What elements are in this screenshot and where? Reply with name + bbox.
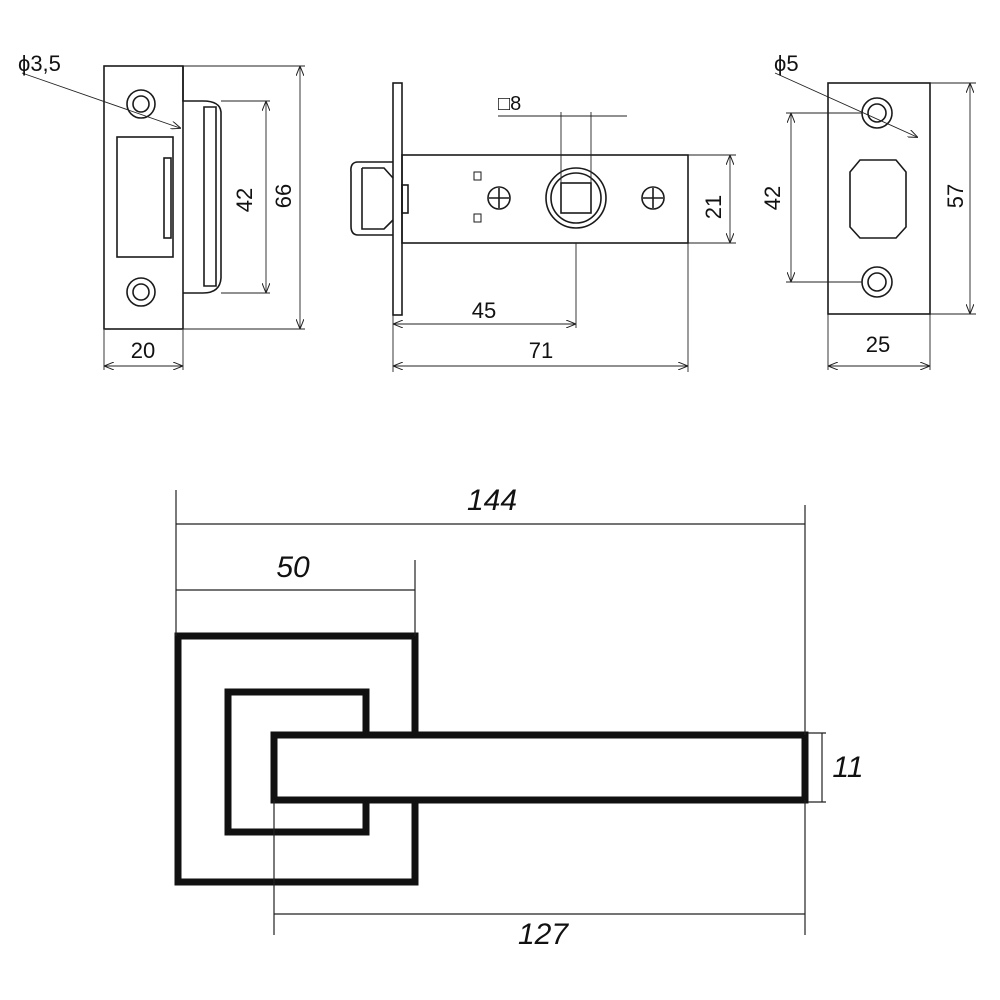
overall-length-label: 144 xyxy=(467,484,517,517)
mount-hole-leader xyxy=(774,72,917,137)
mount-hole-diameter-label: ϕ5 xyxy=(774,51,799,76)
rosette-width-label: 50 xyxy=(276,551,310,584)
strike-width-label: 20 xyxy=(131,338,155,363)
rivet-bottom xyxy=(473,213,482,223)
strike-plate-outline xyxy=(103,65,184,330)
lever-length-label: 127 xyxy=(518,918,569,951)
spindle-size-label: □8 xyxy=(498,93,521,115)
handle-dimensions xyxy=(175,490,826,935)
latch-bolt-stub xyxy=(401,184,409,214)
screw-right xyxy=(641,186,665,210)
strike-plate-lip-inner xyxy=(203,106,217,287)
strike-hole-top-inner xyxy=(132,95,150,113)
latch-bolt-bevel xyxy=(361,167,394,230)
lever-arm xyxy=(270,731,809,804)
screw-left xyxy=(487,186,511,210)
mounting-plate-dimensions xyxy=(774,72,976,370)
spindle-square-hole xyxy=(560,182,592,214)
strike-hole-leader xyxy=(21,72,180,128)
faceplate-height-label: 21 xyxy=(701,195,726,219)
strike-hole-bottom xyxy=(126,277,156,307)
mounting-plate-window xyxy=(849,159,907,239)
latch-faceplate xyxy=(392,82,403,316)
strike-height-label: 66 xyxy=(271,184,296,208)
latch-body-dimensions xyxy=(392,112,736,372)
mount-hole-bottom-inner xyxy=(867,272,887,292)
backset-label: 45 xyxy=(472,298,496,323)
strike-hole-top xyxy=(126,89,156,119)
strike-plate-tab xyxy=(163,157,172,239)
length-label: 71 xyxy=(529,338,553,363)
strike-plate-window xyxy=(116,136,174,258)
strike-plate-lip xyxy=(182,66,222,294)
strike-plate-view xyxy=(103,65,222,330)
spindle-hub-inner xyxy=(550,172,602,224)
mount-hole-bottom xyxy=(861,266,893,298)
strike-plate-dimensions xyxy=(21,65,305,370)
handle-view xyxy=(174,632,809,886)
mount-hole-spacing-label: 42 xyxy=(760,186,785,210)
latch-bolt xyxy=(350,161,393,236)
latch-case xyxy=(401,154,689,244)
rivet-top xyxy=(473,171,482,181)
spindle-hub-outer xyxy=(545,167,607,229)
strike-hole-diameter-label: ϕ3,5 xyxy=(18,51,61,76)
mount-height-label: 57 xyxy=(943,184,968,208)
strike-hole-bottom-inner xyxy=(132,283,150,301)
mounting-plate-outline xyxy=(827,82,931,315)
lever-height-label: 11 xyxy=(832,751,863,784)
mount-width-label: 25 xyxy=(866,332,890,357)
mounting-plate-view xyxy=(827,82,931,315)
latch-body-view xyxy=(350,82,689,316)
mount-hole-top-inner xyxy=(867,103,887,123)
strike-inner-height-label: 42 xyxy=(232,188,257,212)
